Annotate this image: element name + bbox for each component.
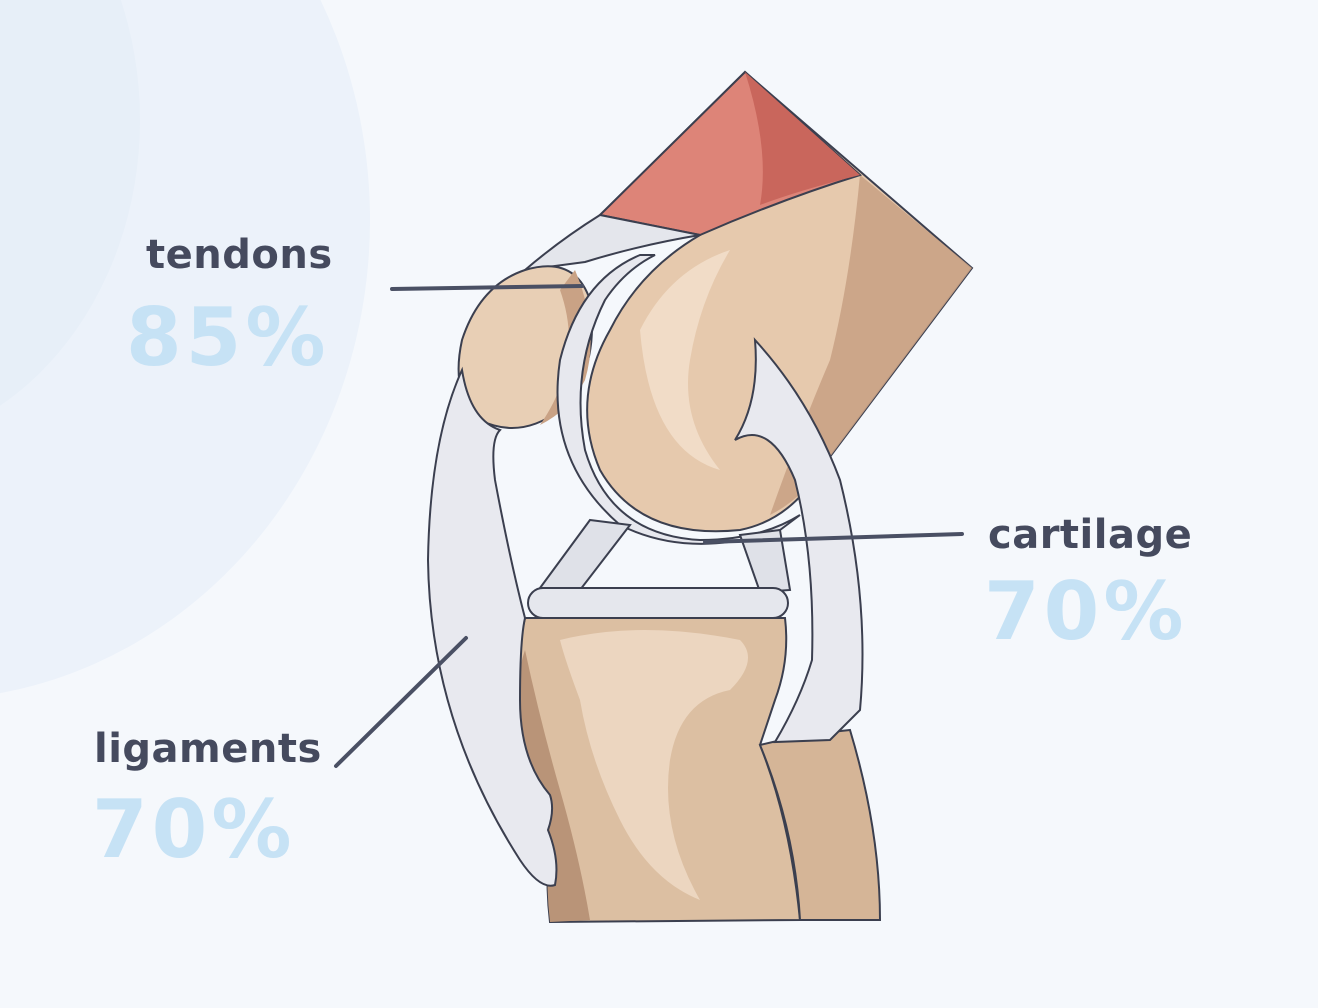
patellar-ligament — [426, 366, 558, 887]
cartilage-percent: 70% — [984, 565, 1188, 658]
muscle-shade — [745, 72, 860, 205]
femur-shade — [770, 175, 972, 515]
muscle — [597, 70, 862, 237]
quadriceps-tendon — [521, 213, 701, 272]
ligaments-label: ligaments — [94, 726, 322, 772]
tendons-leader-line — [390, 284, 584, 291]
tibia-shade — [515, 650, 590, 922]
meniscus — [527, 587, 789, 619]
tendons-label: tendons — [146, 232, 333, 278]
cruciate-ligament — [538, 518, 632, 592]
cruciate-ligament-2 — [738, 528, 792, 594]
tendons-percent: 85% — [126, 291, 330, 384]
ligaments-percent: 70% — [92, 783, 296, 876]
cartilage-label: cartilage — [988, 512, 1193, 558]
collateral-ligament — [734, 337, 864, 744]
ligaments-leader-line — [334, 636, 468, 768]
cartilage-arc — [556, 254, 801, 545]
tibia-highlight — [560, 630, 748, 900]
femur-highlight — [640, 250, 730, 470]
cartilage-leader-line — [703, 532, 964, 544]
